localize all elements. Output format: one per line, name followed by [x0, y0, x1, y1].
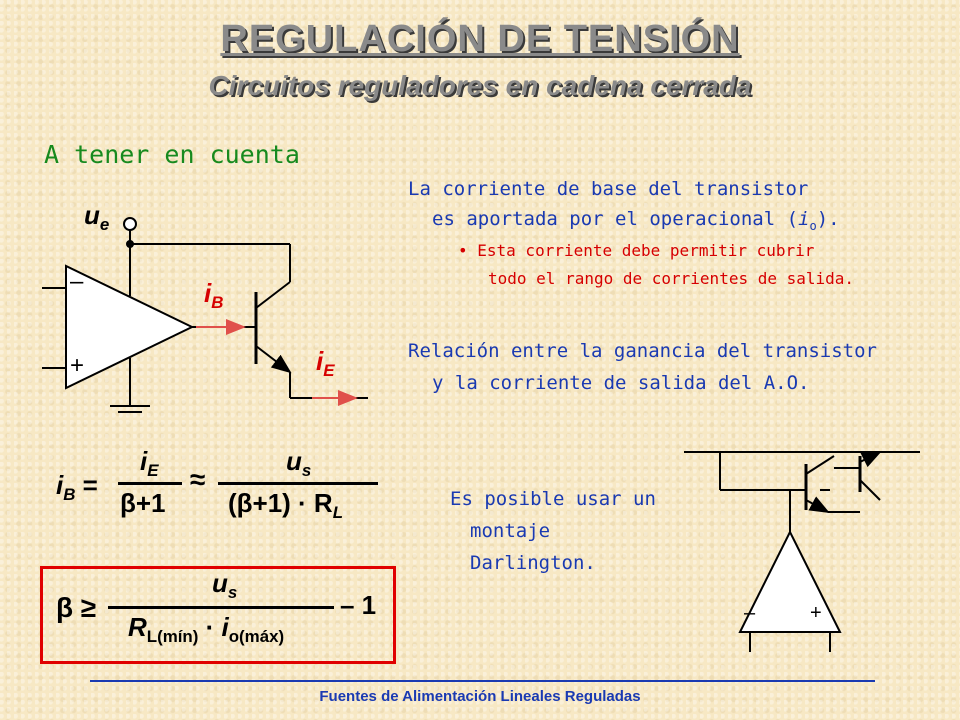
- relation-text-line2: y la corriente de salida del A.O.: [432, 372, 810, 394]
- relation-text-line1: Relación entre la ganancia del transisto…: [408, 340, 877, 362]
- bullet-text1: Esta corriente debe permitir cubrir: [477, 241, 815, 260]
- eq2-bar: [108, 606, 334, 609]
- emitter-current-label: iE: [316, 346, 335, 380]
- eq1-frac2-bar: [218, 482, 378, 485]
- io-var: i: [798, 208, 810, 230]
- eq1-frac2-den: (β+1) · RL: [228, 488, 344, 522]
- io-sub: o: [809, 218, 817, 233]
- bullet-line2: todo el rango de corrientes de salida.: [488, 269, 855, 288]
- eq1-frac2-num: us: [286, 446, 312, 480]
- eq1-lhs: iB =: [56, 470, 98, 504]
- base-current-text-post: ).: [816, 208, 840, 230]
- bullet-dot-icon: •: [458, 241, 478, 260]
- opamp-minus-sign: –: [70, 268, 84, 295]
- opamp-triangle: [65, 264, 195, 390]
- eq2-num: us: [212, 568, 238, 602]
- opamp-plus-sign: +: [70, 352, 85, 379]
- darlington-text-line3: Darlington.: [470, 552, 596, 574]
- base-current-text-line2: es aportada por el operacional (io).: [432, 208, 840, 233]
- darlington-text-line2: montaje: [470, 520, 551, 542]
- eq1-frac1-num: iE: [140, 446, 159, 480]
- eq1-frac1-den: β+1: [120, 488, 166, 518]
- footer-divider: [90, 680, 875, 682]
- input-terminal: [123, 217, 137, 231]
- darlington-plus-sign: +: [810, 602, 822, 624]
- eq1-frac1-bar: [118, 482, 182, 485]
- darlington-minus-sign: –: [744, 602, 756, 624]
- base-current-text-line1: La corriente de base del transistor: [408, 178, 809, 200]
- darlington-text-line1: Es posible usar un: [450, 488, 656, 510]
- base-current-text-pre: es aportada por el operacional (: [432, 208, 799, 230]
- base-current-label: iB: [204, 278, 224, 312]
- page-subtitle: Circuitos reguladores en cadena cerrada: [208, 70, 752, 101]
- bullet-line1: • Esta corriente debe permitir cubrir: [458, 241, 814, 260]
- eq1-approx: ≈: [190, 464, 206, 495]
- eq2-tail: – 1: [340, 590, 377, 620]
- darlington-circuit: [684, 451, 920, 652]
- footer-text: Fuentes de Alimentación Lineales Regulad…: [319, 688, 641, 705]
- page-title: REGULACIÓN DE TENSIÓN: [220, 18, 740, 60]
- input-voltage-label: ue: [84, 200, 110, 234]
- section-heading: A tener en cuenta: [44, 140, 300, 169]
- beta-condition-box: [40, 566, 396, 664]
- eq2-lhs: β ≥: [56, 592, 97, 623]
- eq2-den: RL(mín) · io(máx): [128, 612, 285, 646]
